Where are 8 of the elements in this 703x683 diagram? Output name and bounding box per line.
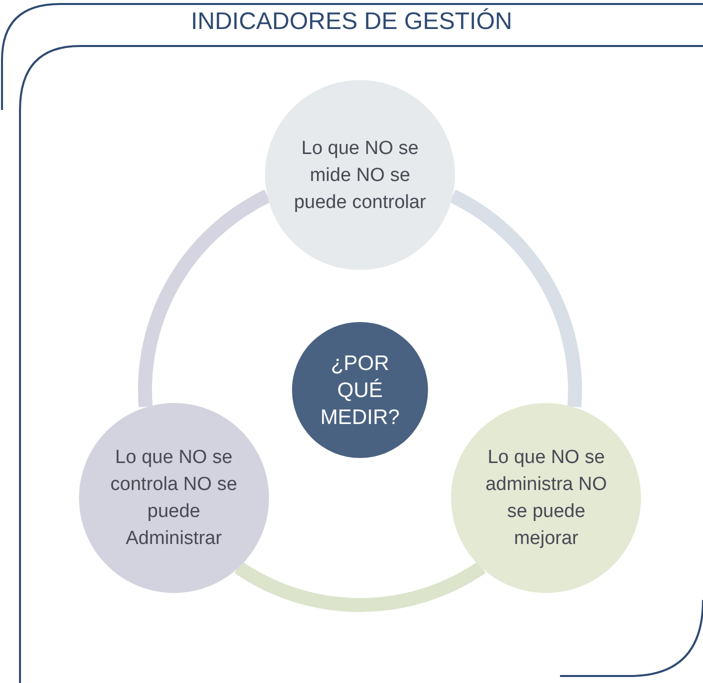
ring-arc xyxy=(138,190,271,407)
node-text: Lo que NO se mide NO se puede controlar xyxy=(292,136,428,214)
node-text: Lo que NO se controla NO se puede Administrar xyxy=(109,446,238,550)
ring-arc xyxy=(449,190,582,407)
node-text: Lo que NO se administra NO se puede mejorar xyxy=(484,446,608,550)
ring-arc xyxy=(234,561,486,612)
title: INDICADORES DE GESTIÓN xyxy=(190,8,512,36)
node-text: ¿POR QUÉ MEDIR? xyxy=(319,350,401,430)
